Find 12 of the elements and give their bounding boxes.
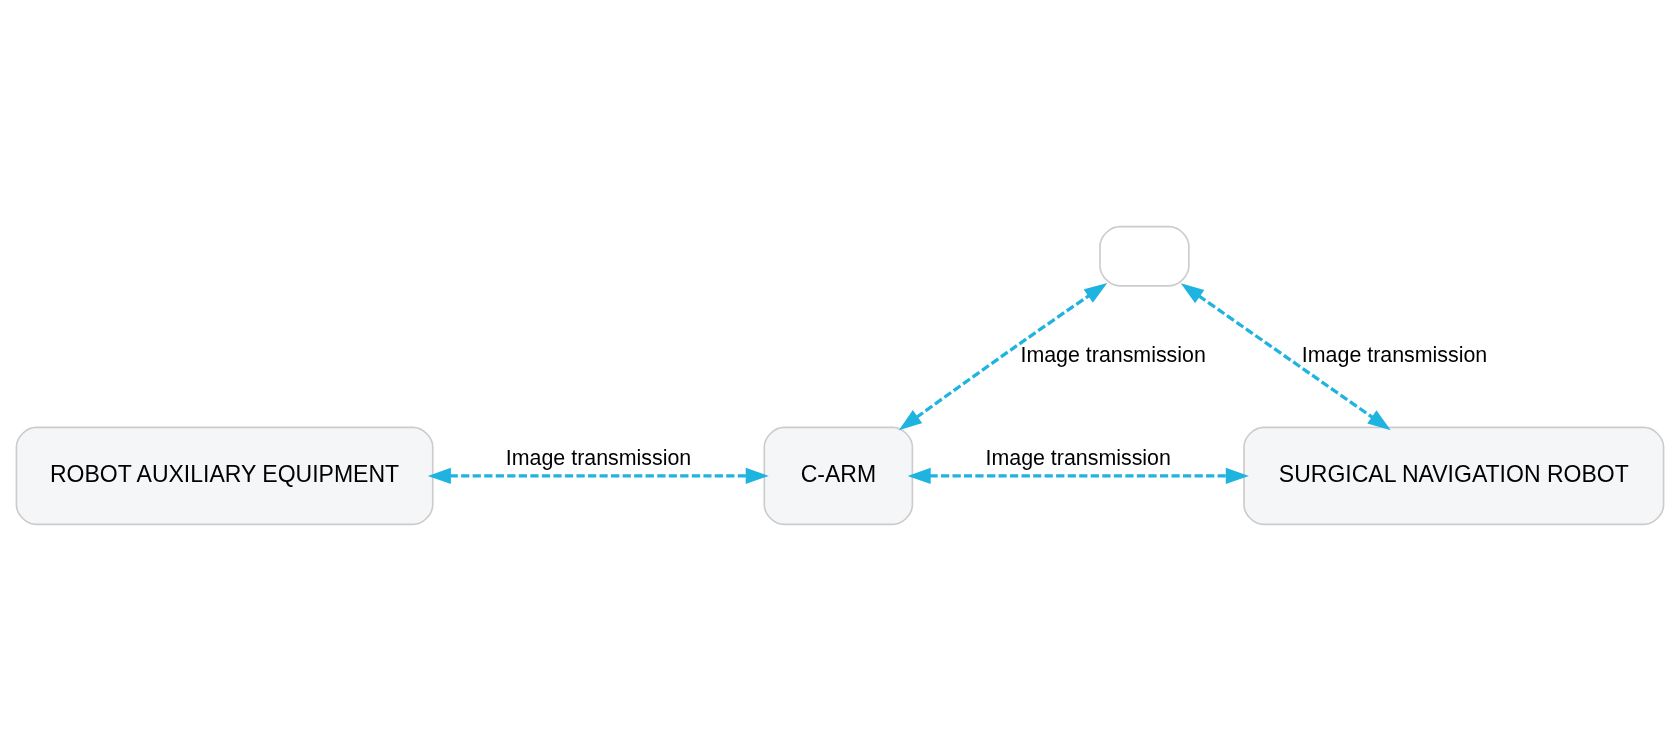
node-box: SURGICAL NAVIGATION ROBOT [1243, 426, 1665, 525]
edge-label: Image transmission [1301, 342, 1488, 367]
arrow [898, 282, 1108, 430]
node-box [1099, 225, 1190, 287]
edge-label: Image transmission [505, 445, 692, 470]
node-box: ROBOT AUXILIARY EQUIPMENT [15, 426, 434, 525]
node-box: C-ARM [763, 426, 914, 525]
arrow [427, 467, 769, 484]
arrow [907, 467, 1249, 484]
edge-label: Image transmission [985, 445, 1171, 470]
edge-label: Image transmission [1020, 342, 1206, 367]
arrow [1180, 282, 1391, 430]
